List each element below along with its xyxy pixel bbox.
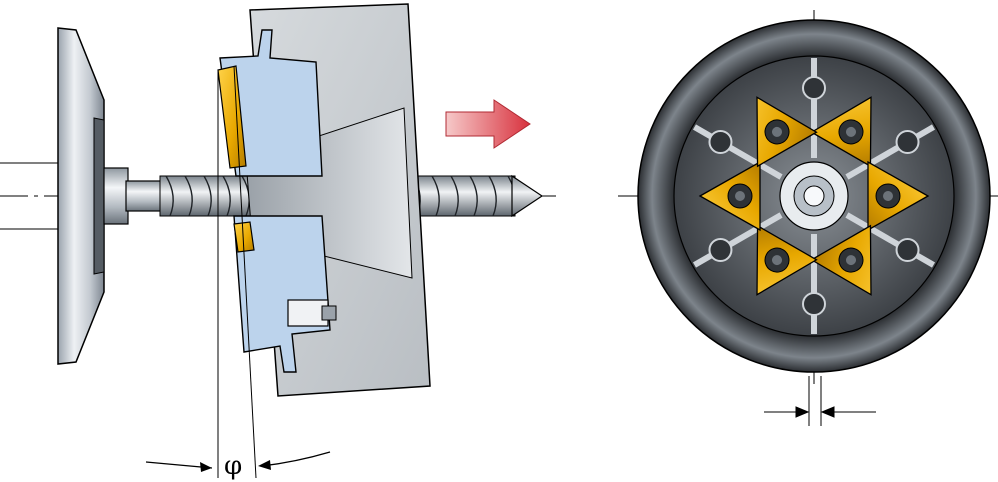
- tool-spoke: [845, 212, 936, 268]
- front-view: [618, 10, 998, 426]
- torx-screw-icon: [802, 76, 826, 100]
- angle-annotation: φ: [145, 451, 331, 481]
- torx-screw-socket: [846, 126, 856, 137]
- torx-screw-socket: [735, 191, 745, 201]
- side-view: φ: [0, 3, 560, 481]
- thread-crest: [184, 175, 193, 217]
- torx-screw-socket: [772, 255, 782, 266]
- carbide-insert: [756, 96, 818, 168]
- thread-crest: [431, 175, 440, 217]
- torx-screw-icon: [802, 292, 826, 316]
- carbide-insert: [810, 96, 872, 168]
- screw-head: [895, 130, 920, 154]
- eccentricity-dimension: [764, 376, 876, 426]
- clamp-screw-side: [287, 299, 337, 327]
- carbide-insert: [698, 160, 761, 232]
- whirling-tool-holder: [219, 3, 431, 397]
- tool-spokes: [692, 58, 936, 334]
- tool-spoke: [692, 124, 783, 180]
- carbide-insert-side-top: [217, 65, 247, 169]
- screw-head: [895, 238, 920, 262]
- torx-screw-socket: [846, 255, 856, 266]
- torx-screw-icon: [708, 130, 733, 154]
- carbide-insert: [867, 160, 930, 232]
- torx-screw-socket: [772, 126, 782, 137]
- tool-spoke: [845, 124, 936, 180]
- workpiece-head-disc: [57, 27, 129, 365]
- thread-crest: [203, 175, 212, 217]
- thread-crest: [450, 175, 459, 217]
- tool-spoke: [692, 212, 783, 268]
- torx-screw-socket: [883, 191, 893, 201]
- angle-phi-label: φ: [224, 451, 242, 481]
- tilt-reference-lines: [217, 65, 257, 479]
- screw-head: [708, 238, 733, 262]
- torx-screw-icon: [708, 238, 733, 262]
- extension-lines: [0, 162, 62, 230]
- thread-crest: [488, 175, 497, 217]
- thread-crest: [165, 175, 174, 217]
- workpiece-section: [779, 161, 849, 231]
- screw-head: [708, 130, 733, 154]
- carbide-insert: [756, 224, 818, 296]
- carbide-inserts-front: [698, 96, 930, 296]
- clamp-screws-front: [708, 76, 920, 316]
- torx-screw-icon: [895, 130, 920, 154]
- carbide-insert: [810, 224, 872, 296]
- thread-crest: [222, 175, 231, 217]
- carbide-insert-side-bottom: [233, 221, 255, 253]
- right-arrow-icon: [445, 99, 531, 149]
- screw-head: [802, 76, 826, 100]
- thread-crest: [469, 175, 478, 217]
- workpiece-shaft: [125, 180, 167, 212]
- screw-head: [802, 292, 826, 316]
- torx-screw-icon: [895, 238, 920, 262]
